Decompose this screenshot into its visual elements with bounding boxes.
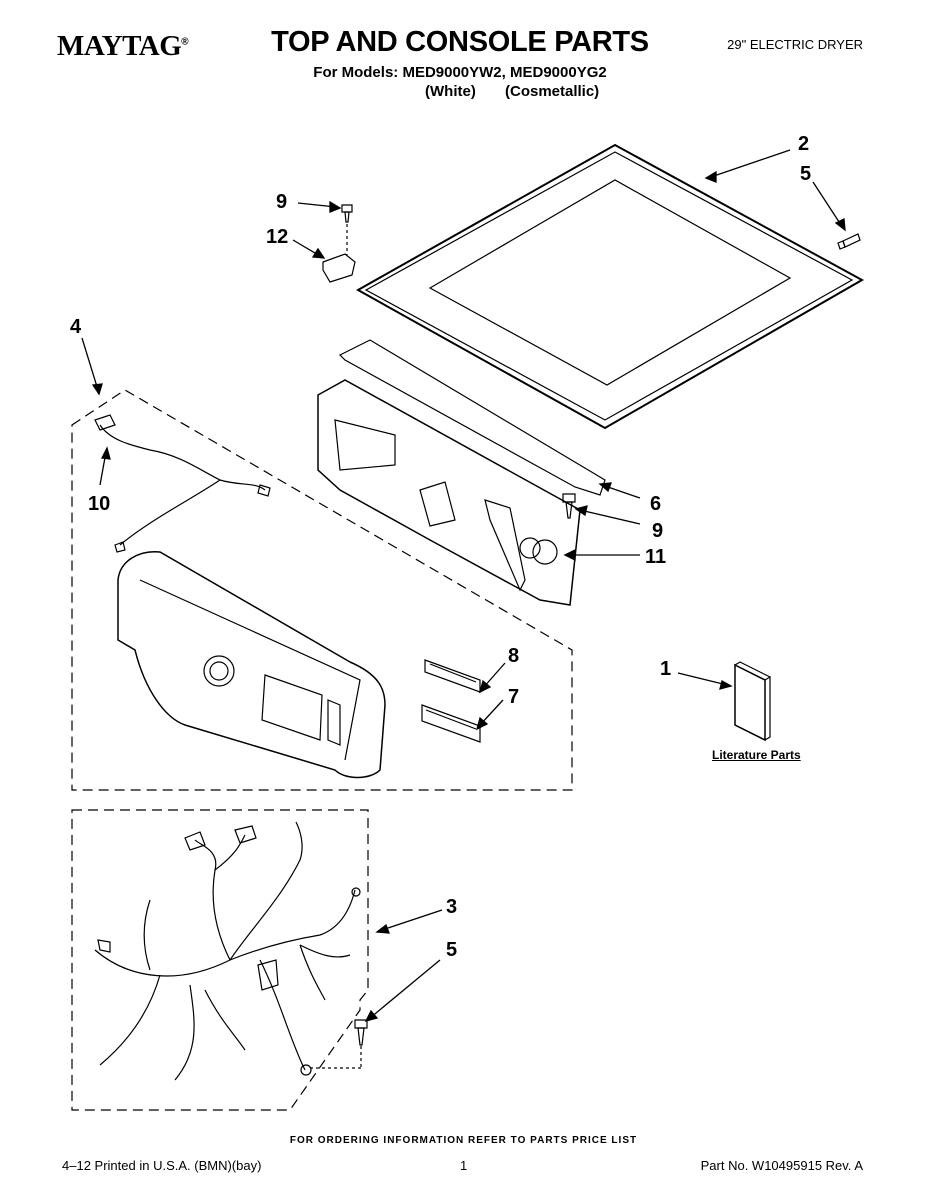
callout-7: 7 (508, 686, 519, 708)
literature-parts-label: Literature Parts (712, 748, 801, 762)
literature-book-part (734, 661, 771, 742)
print-info: 4–12 Printed in U.S.A. (BMN)(bay) (62, 1158, 262, 1173)
screw-part-9-lower (562, 493, 576, 519)
callout-5-top: 5 (800, 163, 811, 185)
screw-part-5-lower (310, 1019, 368, 1069)
callout-9-top: 9 (276, 191, 287, 213)
brand-mark: ® (181, 36, 189, 48)
harness-group-outline (71, 809, 369, 1111)
clip-part-12 (322, 253, 356, 283)
callout-12: 12 (266, 226, 288, 248)
page-number: 1 (460, 1158, 468, 1173)
model-variants: (White) (Cosmetallic) (425, 83, 600, 100)
callout-5-lower: 5 (446, 939, 457, 961)
callout-3: 3 (446, 896, 457, 918)
part-number: Part No. W10495915 Rev. A (700, 1158, 863, 1173)
callout-8: 8 (508, 645, 519, 667)
callout-4: 4 (70, 316, 82, 338)
ordering-note: FOR ORDERING INFORMATION REFER TO PARTS … (289, 1135, 638, 1146)
callout-1: 1 (660, 658, 671, 680)
callout-11: 11 (645, 546, 666, 568)
page-title: TOP AND CONSOLE PARTS (271, 26, 649, 58)
brand-name: MAYTAG (57, 30, 182, 62)
console-group-outline (71, 389, 573, 791)
ribbon-cable-part-7 (421, 704, 481, 743)
wire-harness-part-10 (94, 414, 271, 553)
top-panel-part (355, 143, 865, 430)
callout-10: 10 (88, 493, 110, 515)
main-wire-harness-part-3 (94, 821, 361, 1081)
console-panel-part (117, 551, 386, 779)
ribbon-cable-part-8 (424, 659, 481, 693)
callout-6: 6 (650, 493, 661, 515)
model-list: For Models: MED9000YW2, MED9000YG2 (313, 64, 607, 81)
screw-part-9-top (341, 204, 353, 255)
brand-logo: MAYTAG® (57, 30, 189, 63)
product-type: 29" ELECTRIC DRYER (727, 37, 863, 52)
callout-2: 2 (798, 133, 809, 155)
console-bracket-part (317, 339, 606, 606)
callout-9-lower: 9 (652, 520, 663, 542)
screw-part-5-top (837, 233, 861, 250)
